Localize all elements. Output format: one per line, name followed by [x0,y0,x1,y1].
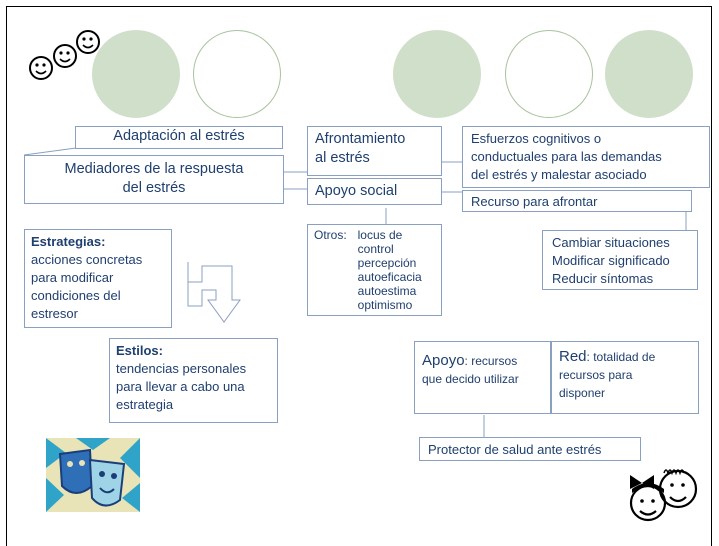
esfuerzos-line3: del estrés y malestar asociado [471,167,647,182]
red-box: Red: totalidad de recursos para disponer [551,341,699,414]
otros-item: optimismo [357,298,413,312]
apoyo-title: Apoyo [422,352,465,369]
circle-2 [193,30,281,118]
estrategias-title: Estrategias: [31,234,106,249]
adaptacion-box: Adaptación al estrés [75,126,283,149]
red-text2: recursos para [559,368,633,382]
cambiar-item: Modificar significado [552,253,670,268]
apoyo-social-label: Apoyo social [315,183,398,199]
esfuerzos-box: Esfuerzos cognitivos o conductuales para… [462,126,710,188]
red-text3: disponer [559,386,606,400]
circle-3 [393,30,481,118]
mediadores-box: Mediadores de la respuesta del estrés [24,155,284,204]
mediadores-line1: Mediadores de la respuesta [64,161,244,177]
cambiar-item: Reducir síntomas [552,271,654,286]
esfuerzos-line2: conductuales para las demandas [471,149,662,164]
otros-label: Otros: [314,228,347,242]
otros-box: Otros: locus de control percepción autoe… [307,224,442,316]
afrontamiento-line2: al estrés [315,150,370,166]
afrontamiento-box: Afrontamiento al estrés [307,126,442,176]
apoyo-text2: que decido utilizar [422,372,519,386]
estrategias-line: estresor [31,306,78,321]
estrategias-line: condiciones del [31,288,121,303]
afrontamiento-line1: Afrontamiento [315,131,406,147]
circle-4 [505,30,593,118]
esfuerzos-line1: Esfuerzos cognitivos o [471,131,602,146]
children-faces-icon [629,469,698,522]
slide-frame [6,6,712,546]
estilos-box: Estilos: tendencias personales para llev… [109,338,278,423]
estilos-line: para llevar a cabo una [116,379,245,394]
smiley-faces-icon [29,30,100,80]
otros-item: percepción [357,256,417,270]
otros-item: autoeficacia [357,270,422,284]
cambiar-box: Cambiar situaciones Modificar significad… [542,230,698,290]
estilos-line: tendencias personales [116,361,247,376]
estrategias-box: Estrategias: acciones concretas para mod… [24,229,172,328]
protector-label: Protector de salud ante estrés [428,442,602,457]
mediadores-line2: del estrés [122,180,186,196]
otros-item: locus de control [357,228,403,256]
estilos-title: Estilos: [116,343,163,358]
apoyo-text1: : recursos [464,354,518,368]
circle-5 [605,30,693,118]
estrategias-line: para modificar [31,270,114,285]
apoyo-social-box: Apoyo social [307,178,442,205]
protector-box: Protector de salud ante estrés [419,437,641,461]
red-title: Red [559,348,587,365]
estilos-line: estrategia [116,397,174,412]
apoyo-box: Apoyo: recursos que decido utilizar [414,341,551,414]
red-text1: : totalidad de [586,350,656,364]
circle-1 [92,30,180,118]
otros-item: autoestima [357,284,417,298]
theater-masks-icon [46,438,140,512]
recurso-label: Recurso para afrontar [471,194,598,209]
cambiar-item: Cambiar situaciones [552,235,670,250]
recurso-box: Recurso para afrontar [462,190,692,212]
adaptacion-label: Adaptación al estrés [113,128,245,144]
estrategias-line: acciones concretas [31,252,143,267]
